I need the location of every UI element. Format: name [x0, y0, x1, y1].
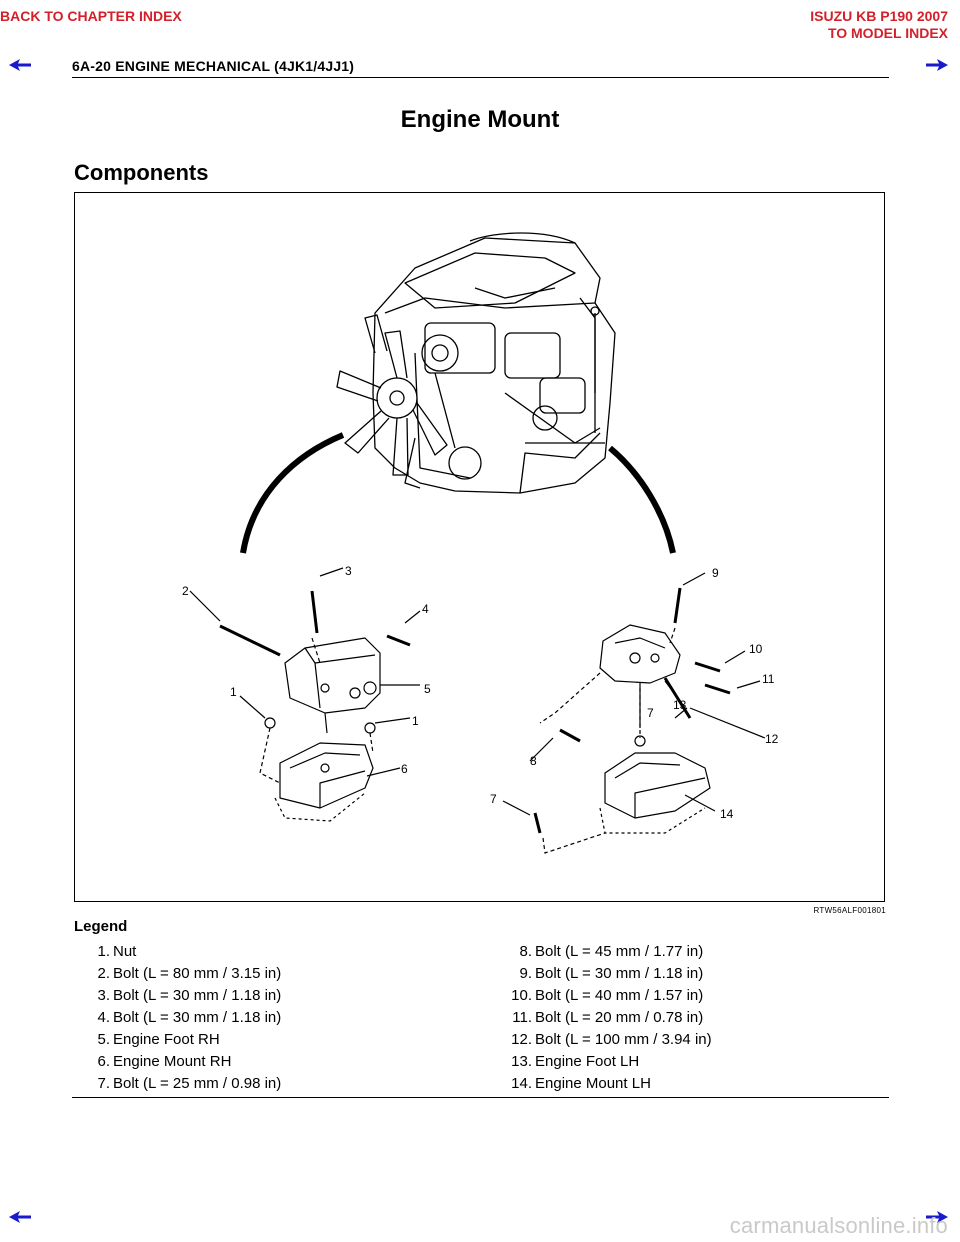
legend-item: 4.Bolt (L = 30 mm / 1.18 in): [74, 1007, 454, 1029]
back-to-chapter-index-link[interactable]: BACK TO CHAPTER INDEX: [0, 8, 182, 24]
legend-item: 14.Engine Mount LH: [496, 1073, 876, 1095]
legend-item-text: Bolt (L = 100 mm / 3.94 in): [535, 1031, 712, 1048]
legend-item-number: 7.: [97, 1075, 110, 1092]
callout: 11: [762, 672, 775, 686]
legend-item-number: 11.: [512, 1009, 532, 1026]
engine-mount-diagram: 1 2 3 4 5 1 6 9 10 11 13 7 12 8 7 14: [182, 232, 779, 854]
legend-item-number: 3.: [97, 987, 110, 1004]
callout: 9: [712, 566, 719, 580]
legend-item-text: Engine Foot RH: [113, 1031, 220, 1048]
callout: 12: [765, 732, 779, 746]
arrow-left-icon[interactable]: [8, 1210, 32, 1224]
legend-item: 11.Bolt (L = 20 mm / 0.78 in): [496, 1007, 876, 1029]
legend-item-text: Engine Mount LH: [535, 1075, 651, 1092]
arrow-right-icon[interactable]: [925, 58, 949, 72]
callout: 8: [530, 754, 537, 768]
callout: 7: [647, 706, 654, 720]
legend-item-text: Bolt (L = 25 mm / 0.98 in): [113, 1075, 282, 1092]
legend-item-number: 14.: [511, 1075, 532, 1092]
legend-item-number: 9.: [519, 965, 532, 982]
callout: 3: [345, 564, 352, 578]
legend-item-text: Nut: [113, 943, 137, 960]
legend-item-number: 6.: [97, 1053, 110, 1070]
subsection-title: Components: [74, 160, 209, 185]
callout: 10: [749, 642, 763, 656]
legend-item-text: Bolt (L = 45 mm / 1.77 in): [535, 943, 704, 960]
legend-item-text: Bolt (L = 40 mm / 1.57 in): [535, 987, 704, 1004]
legend-item-number: 4.: [97, 1009, 110, 1026]
callout: 7: [490, 792, 497, 806]
legend-item: 7.Bolt (L = 25 mm / 0.98 in): [74, 1073, 454, 1095]
legend-item-text: Bolt (L = 30 mm / 1.18 in): [113, 987, 282, 1004]
legend-item-number: 1.: [97, 943, 110, 960]
legend-item: 12.Bolt (L = 100 mm / 3.94 in): [496, 1029, 876, 1051]
legend-item: 2.Bolt (L = 80 mm / 3.15 in): [74, 963, 454, 985]
legend-item: 1.Nut: [74, 941, 454, 963]
legend-item: 10.Bolt (L = 40 mm / 1.57 in): [496, 985, 876, 1007]
legend-item: 8.Bolt (L = 45 mm / 1.77 in): [496, 941, 876, 963]
callout: 13: [673, 698, 687, 712]
section-title: Engine Mount: [400, 106, 560, 133]
legend-item-number: 13.: [511, 1053, 532, 1070]
engine-mount-illustration: 1 2 3 4 5 1 6 9 10 11 13 7 12 8 7 14: [74, 192, 885, 902]
callout: 14: [720, 807, 734, 821]
legend-item-text: Bolt (L = 20 mm / 0.78 in): [535, 1009, 704, 1026]
page-header: 6A-20 ENGINE MECHANICAL (4JK1/4JJ1): [72, 58, 355, 74]
arrow-right-icon[interactable]: [925, 1210, 949, 1224]
legend-item-number: 5.: [97, 1031, 110, 1048]
legend-item: 6.Engine Mount RH: [74, 1051, 454, 1073]
legend-item: 13.Engine Foot LH: [496, 1051, 876, 1073]
brand-title: ISUZU KB P190 2007: [810, 8, 948, 24]
callout: 1: [412, 714, 419, 728]
legend-item: 5.Engine Foot RH: [74, 1029, 454, 1051]
arrow-left-icon[interactable]: [8, 58, 32, 72]
callout: 5: [424, 682, 431, 696]
legend-item: 9.Bolt (L = 30 mm / 1.18 in): [496, 963, 876, 985]
footer-rule: [72, 1097, 889, 1098]
legend-item-text: Bolt (L = 80 mm / 3.15 in): [113, 965, 282, 982]
callout: 4: [422, 602, 429, 616]
legend-item: 3.Bolt (L = 30 mm / 1.18 in): [74, 985, 454, 1007]
legend-item-number: 12.: [511, 1031, 532, 1048]
legend-column-right: 8.Bolt (L = 45 mm / 1.77 in)9.Bolt (L = …: [496, 941, 876, 1095]
figure-code: RTW56ALF001801: [813, 906, 886, 915]
legend-title: Legend: [74, 918, 128, 935]
legend-item-number: 10.: [511, 987, 532, 1004]
callout: 6: [401, 762, 408, 776]
legend-item-text: Engine Mount RH: [113, 1053, 232, 1070]
watermark: carmanualsonline.info: [729, 1213, 948, 1238]
legend-item-text: Bolt (L = 30 mm / 1.18 in): [113, 1009, 282, 1026]
callout: 2: [182, 584, 189, 598]
legend-item-number: 8.: [519, 943, 532, 960]
callout: 1: [230, 685, 237, 699]
legend-item-text: Bolt (L = 30 mm / 1.18 in): [535, 965, 704, 982]
legend-item-number: 2.: [97, 965, 110, 982]
legend-item-text: Engine Foot LH: [535, 1053, 640, 1070]
header-rule: [72, 77, 889, 78]
to-model-index-link[interactable]: TO MODEL INDEX: [827, 25, 948, 41]
